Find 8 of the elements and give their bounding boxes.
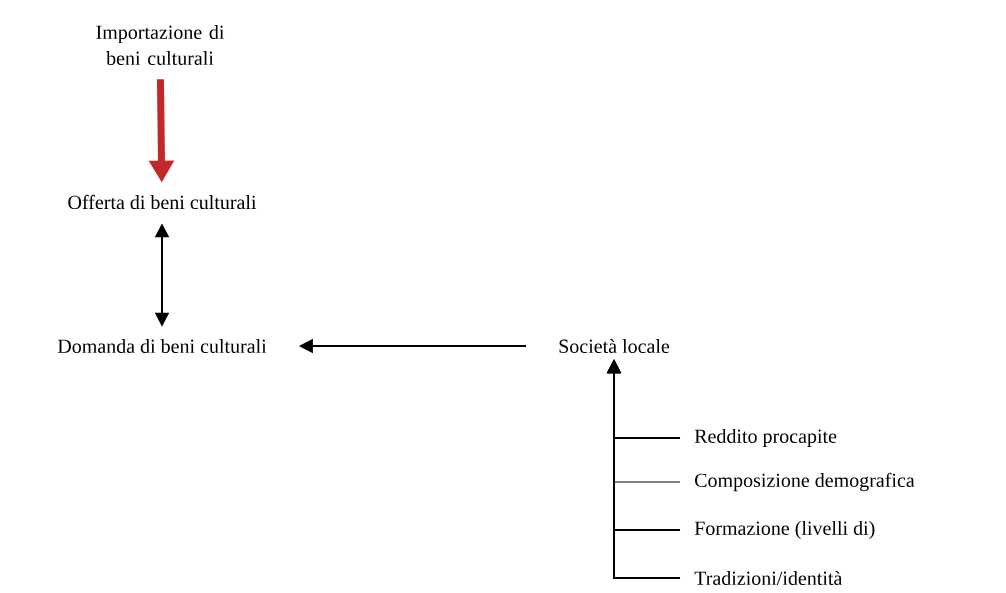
heading-text: Importazione di beni culturali [96,24,225,65]
factor-label: Tradizioni/identità [694,570,843,586]
heading-text: Società locale [559,338,670,354]
factor-label: Composizione demografica [695,472,915,492]
factor-label: Formazione (livelli di) [694,520,875,540]
heading-text: Domanda di beni culturali [57,338,267,353]
factor-label: Reddito procapite [694,428,837,448]
heading-text: Offerta di beni culturali [68,194,257,210]
